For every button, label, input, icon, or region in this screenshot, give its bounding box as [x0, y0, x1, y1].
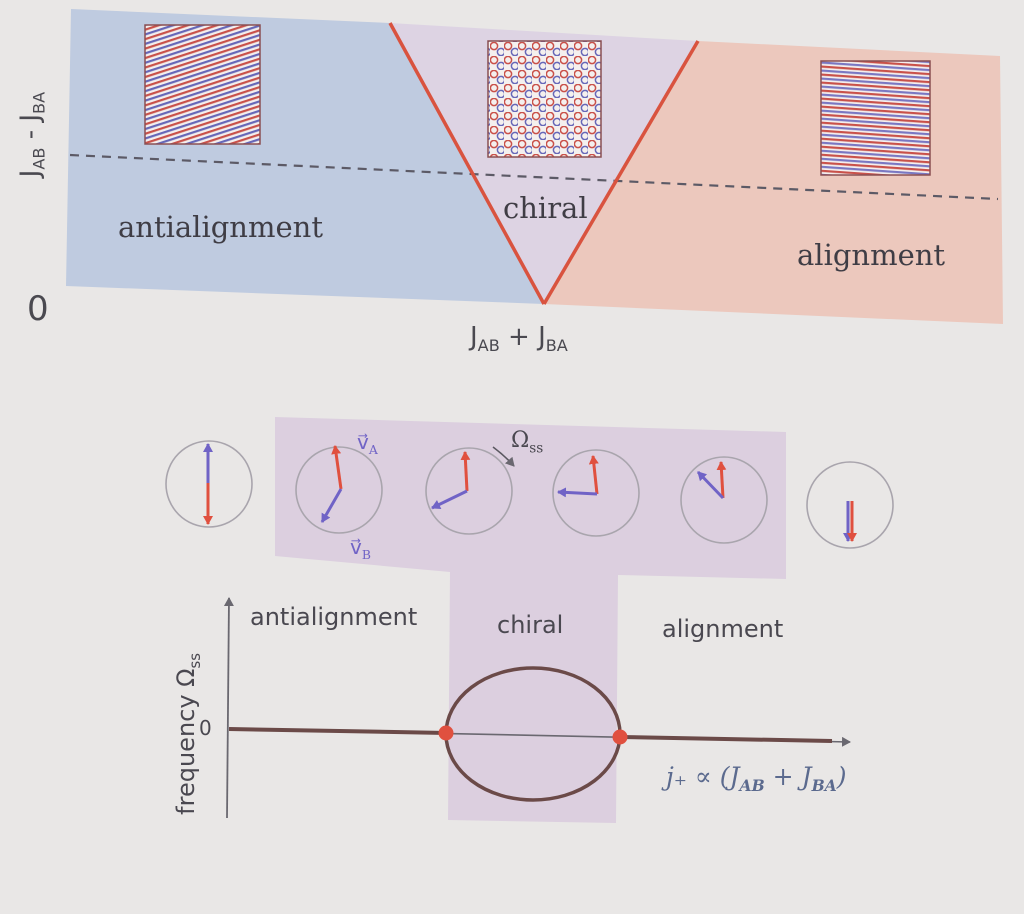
- vector-b-sub: B: [361, 547, 371, 562]
- dashed-crossover-line: [69, 153, 999, 201]
- omega-symbol: Ω: [511, 428, 530, 453]
- coupling-label-sub-ba: BA: [811, 776, 837, 795]
- zero-tick-label: 0: [199, 716, 212, 740]
- vector-a-symbol: v⃗: [357, 430, 369, 454]
- x-axis-sub-ab: AB: [477, 336, 500, 356]
- vector-a-label: v⃗A: [357, 430, 378, 457]
- phase-boundary: [388, 22, 700, 305]
- antialignment-phase-label: antialignment: [118, 210, 323, 244]
- chiral-branch-label: chiral: [497, 611, 564, 639]
- critical-point-left: [438, 725, 454, 741]
- alignment-phase-label: alignment: [797, 238, 946, 272]
- alignment-snapshot: [820, 60, 931, 176]
- coupling-label-text: j₊ ∝ (J: [666, 762, 740, 791]
- velocity-circle-5: [680, 456, 768, 544]
- coupling-label-plus: + J: [764, 762, 812, 791]
- omega-label: Ωss: [511, 428, 543, 456]
- antialignment-snapshot: [144, 24, 261, 145]
- alignment-branch: [619, 735, 833, 743]
- antialignment-branch: [228, 727, 448, 735]
- velocity-circle-1: [165, 440, 253, 528]
- x-axis-j: J: [470, 322, 478, 352]
- velocity-circle-4: [552, 449, 640, 537]
- origin-label: 0: [27, 289, 49, 329]
- velocity-circle-6: [806, 461, 894, 549]
- frequency-label-sub: ss: [185, 652, 204, 669]
- coupling-label-close: ): [836, 762, 847, 791]
- chiral-phase-label: chiral: [503, 191, 588, 225]
- vector-b-label: v⃗B: [350, 535, 371, 562]
- coupling-axis-label: j₊ ∝ (JAB + JBA): [666, 762, 846, 795]
- antialignment-branch-label: antialignment: [250, 603, 418, 631]
- x-axis-plus: + J: [499, 322, 546, 352]
- vector-b-symbol: v⃗: [350, 535, 362, 559]
- frequency-axis: [223, 597, 234, 819]
- omega-sub: ss: [529, 440, 544, 457]
- critical-point-right: [612, 729, 628, 745]
- chiral-region: [390, 23, 698, 304]
- frequency-label-text: frequency Ω: [172, 668, 201, 815]
- chiral-band: [275, 417, 786, 823]
- velocity-circle-2: [295, 445, 383, 534]
- vector-a-sub: A: [368, 442, 378, 457]
- x-axis-sub-ba: BA: [545, 336, 568, 356]
- alignment-branch-label: alignment: [662, 615, 784, 643]
- x-axis-label: JAB + JBA: [470, 322, 568, 355]
- chiral-snapshot: [487, 40, 602, 158]
- rotation-arrow: [492, 446, 515, 467]
- velocity-circle-3: [425, 447, 513, 535]
- coupling-label-sub-ab: AB: [739, 776, 765, 795]
